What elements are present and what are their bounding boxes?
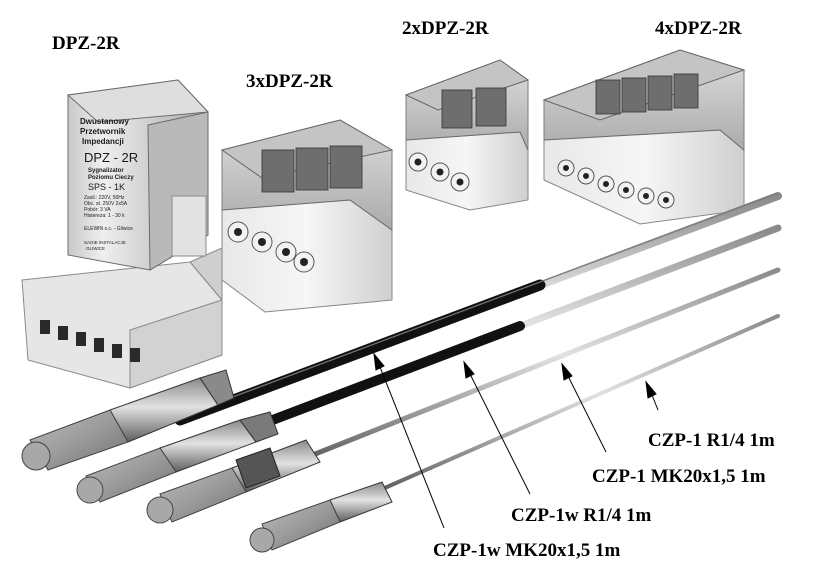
callout-arrows (373, 352, 659, 529)
2x-dpz-2r-enclosure (404, 59, 530, 211)
3x-dpz-2r-enclosure (220, 119, 394, 313)
relay-text-line: ELEWIN s.c. - Gliwice (84, 226, 133, 232)
relay-text-line: Histereza: 1 - 30 k (84, 213, 125, 219)
dpz-2r-relay: Dwustanowy Przetwornik Impedancji DPZ - … (21, 79, 223, 389)
relay-text-line: Dwustanowy (80, 117, 129, 126)
relay-text-line: Pobór: 3 VA (84, 207, 111, 213)
relay-text-line: Poziomu Cieczy (88, 175, 134, 181)
label-czp-1-mk20: CZP-1 MK20x1,5 1m (592, 466, 766, 487)
probe-czp-1w-r14 (76, 224, 782, 504)
relay-text-line: SPS - 1K (88, 182, 125, 192)
relay-text-line: Sygnalizator (88, 168, 124, 174)
label-3x-dpz-2r: 3xDPZ-2R (246, 71, 333, 92)
relay-text-line: Obc. st. 250V 2x5A (84, 201, 128, 207)
label-4x-dpz-2r: 4xDPZ-2R (655, 18, 742, 39)
label-2x-dpz-2r: 2xDPZ-2R (402, 18, 489, 39)
label-czp-1w-mk20: CZP-1w MK20x1,5 1m (433, 540, 621, 561)
relay-text-line: Przetwornik (80, 127, 126, 136)
relay-text-line: GLIWICE (86, 246, 105, 251)
label-czp-1-r14: CZP-1 R1/4 1m (648, 430, 775, 451)
relay-text-line: Impedancji (82, 137, 124, 146)
label-dpz-2r: DPZ-2R (52, 33, 120, 54)
4x-dpz-2r-enclosure (542, 49, 746, 225)
label-czp-1w-r14: CZP-1w R1/4 1m (511, 505, 652, 526)
probe-czp-1-r14 (249, 314, 780, 553)
relay-text-line: DPZ - 2R (84, 150, 138, 165)
relay-text-line: SAGIE INSTALACJE (84, 240, 126, 245)
relay-text-line: Zasil.: 220V, 50Hz (84, 195, 125, 201)
probe-czp-1w-mk20 (21, 192, 782, 471)
probe-czp-1-mk20 (146, 267, 781, 524)
